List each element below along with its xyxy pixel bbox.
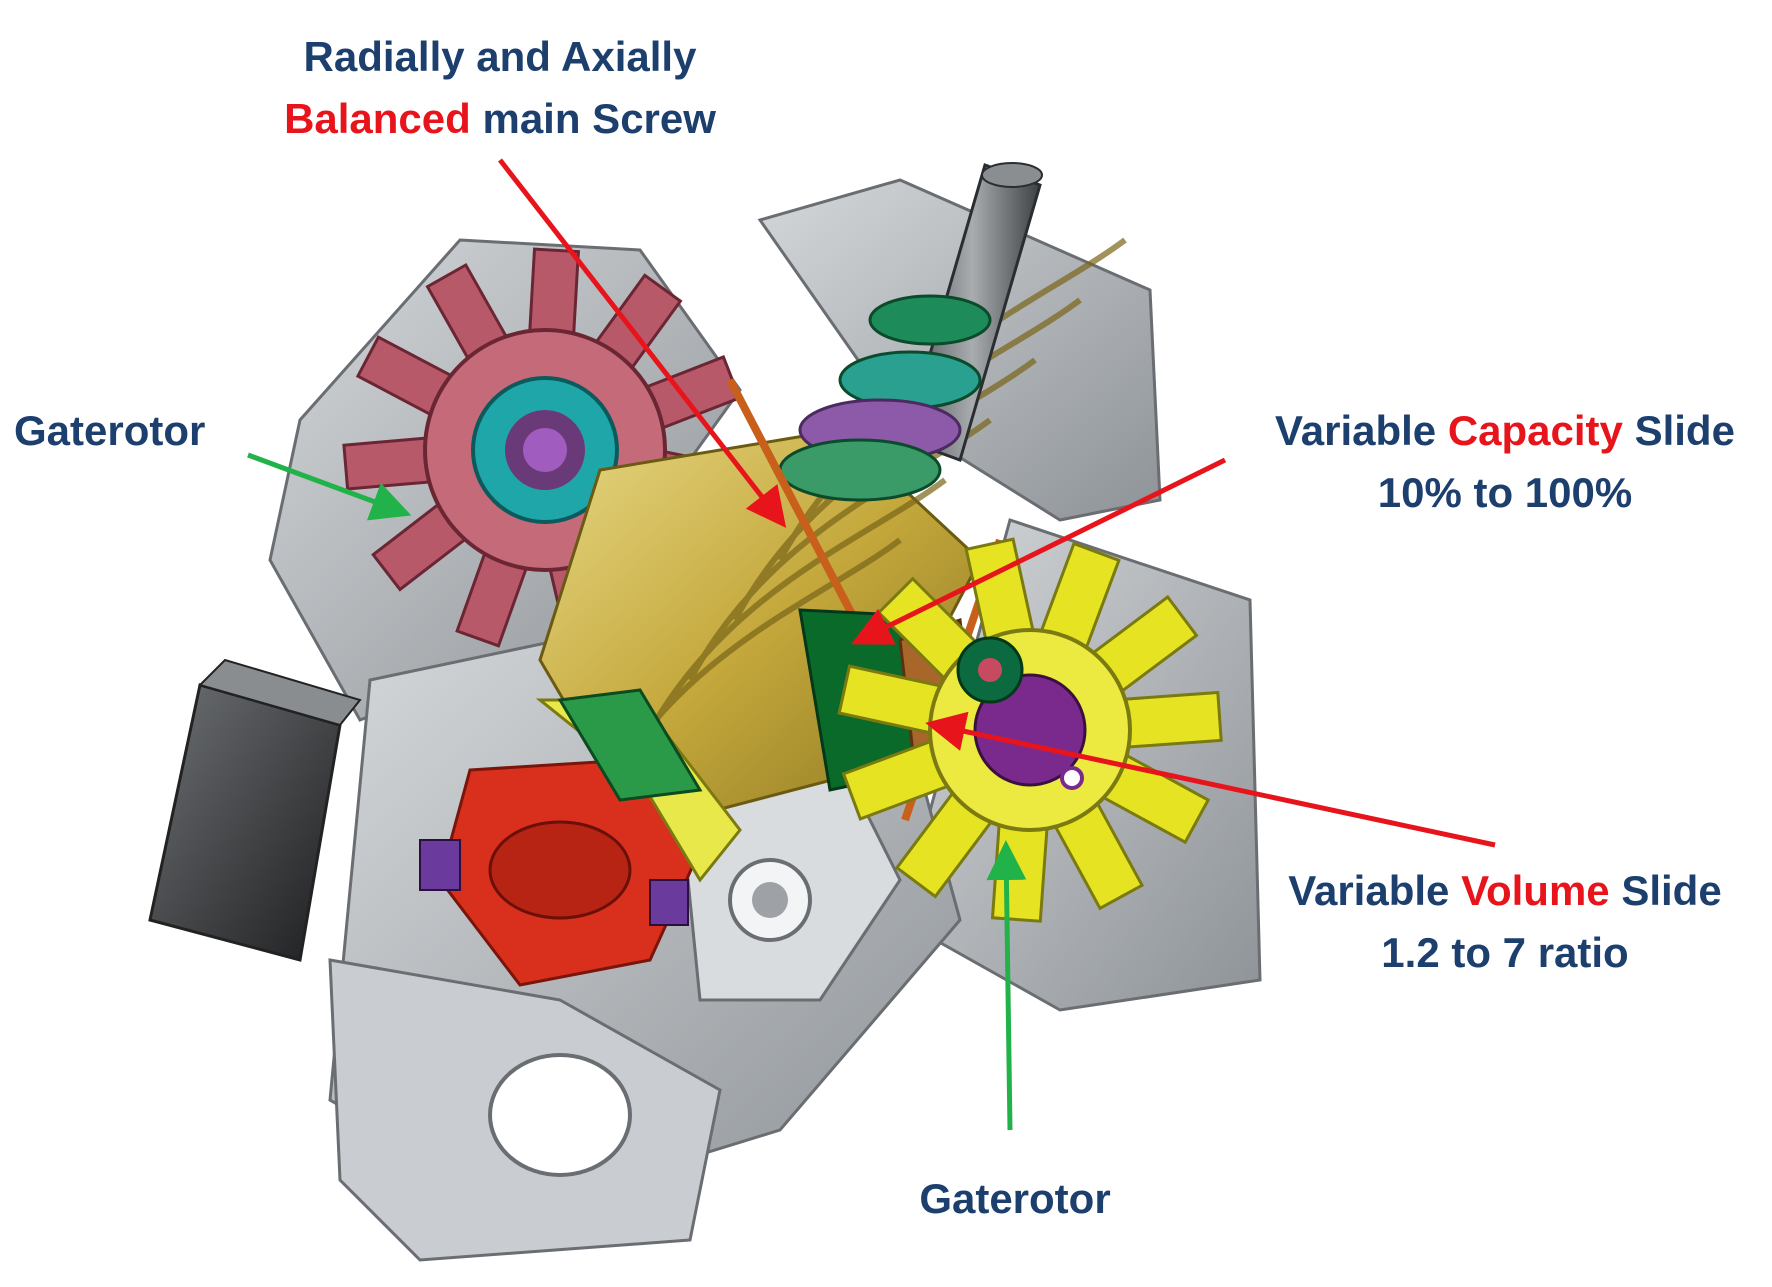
label-main-screw-highlight: Balanced xyxy=(284,95,471,142)
pointer-lines xyxy=(247,158,1496,1131)
label-volume-range: 1.2 to 7 ratio xyxy=(1381,929,1629,976)
pointer-gaterotor-left xyxy=(247,452,412,521)
label-volume-highlight: Volume xyxy=(1461,867,1610,914)
label-gaterotor-left: Gaterotor xyxy=(14,407,206,454)
label-capacity-slide: Variable Capacity Slide 10% to 100% xyxy=(1245,400,1765,524)
pointer-capacity-slide xyxy=(851,457,1227,645)
label-main-screw-rest: main Screw xyxy=(470,95,716,142)
pointer-main-screw xyxy=(498,158,787,528)
end-bearing-housing xyxy=(419,688,742,987)
pointer-gaterotor-bottom xyxy=(986,840,1027,1131)
label-main-screw: Radially and Axially Balanced main Screw xyxy=(240,26,760,150)
label-capacity-range: 10% to 100% xyxy=(1377,469,1633,516)
screw-flute xyxy=(642,477,947,742)
pointer-volume-slide xyxy=(925,711,1496,848)
slide-actuator-box xyxy=(148,658,362,962)
drive-shaft xyxy=(778,162,1043,502)
label-gaterotor-bottom: Gaterotor xyxy=(919,1175,1111,1222)
label-main-screw-line1: Radially and Axially xyxy=(303,33,697,80)
label-volume-slide: Variable Volume Slide 1.2 to 7 ratio xyxy=(1245,860,1765,984)
label-capacity-highlight: Capacity xyxy=(1447,407,1623,454)
